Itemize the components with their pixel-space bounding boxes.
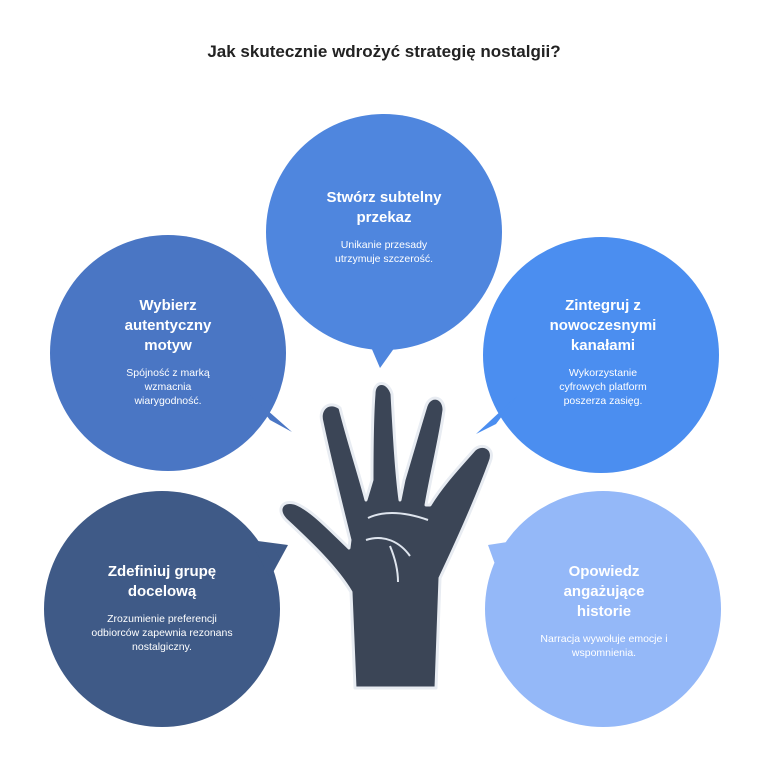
bubble-left-lower-desc: Zrozumienie preferencji odbiorców zapewn… <box>91 613 233 653</box>
bubble-right-lower-title: Opowiedz angażujące historie <box>563 563 645 620</box>
bubble-left-upper-title: Wybierz autentyczny motyw <box>124 297 212 354</box>
hand-icon <box>279 382 493 690</box>
bubble-left-upper-shape <box>50 235 292 471</box>
bubble-right-upper-shape <box>476 237 719 473</box>
bubble-right-lower-desc: Narracja wywołuje emocje i wspomnienia. <box>540 633 668 659</box>
bubble-top-title: Stwórz subtelny przekaz <box>326 189 442 226</box>
bubble-right-lower: Opowiedz angażujące historie Narracja wy… <box>536 562 672 660</box>
bubble-left-lower-title: Zdefiniuj grupę docelową <box>107 563 217 600</box>
bubble-right-lower-shape <box>485 491 721 727</box>
bubble-top-shape <box>266 114 502 368</box>
bubble-left-upper: Wybierz autentyczny motyw Spójność z mar… <box>100 296 236 408</box>
bubble-right-upper: Zintegruj z nowoczesnymi kanałami Wykorz… <box>536 296 670 408</box>
bubble-left-upper-desc: Spójność z marką wzmacnia wiarygodność. <box>126 367 210 407</box>
bubble-top-desc: Unikanie przesady utrzymuje szczerość. <box>334 239 434 265</box>
bubble-left-lower-shape <box>44 491 288 727</box>
bubble-right-upper-title: Zintegruj z nowoczesnymi kanałami <box>549 297 657 354</box>
page-title: Jak skutecznie wdrożyć strategię nostalg… <box>207 42 561 61</box>
bubble-top: Stwórz subtelny przekaz Unikanie przesad… <box>300 188 468 266</box>
bubble-right-upper-desc: Wykorzystanie cyfrowych platform poszerz… <box>559 367 647 407</box>
bubble-left-lower: Zdefiniuj grupę docelową Zrozumienie pre… <box>86 562 238 654</box>
